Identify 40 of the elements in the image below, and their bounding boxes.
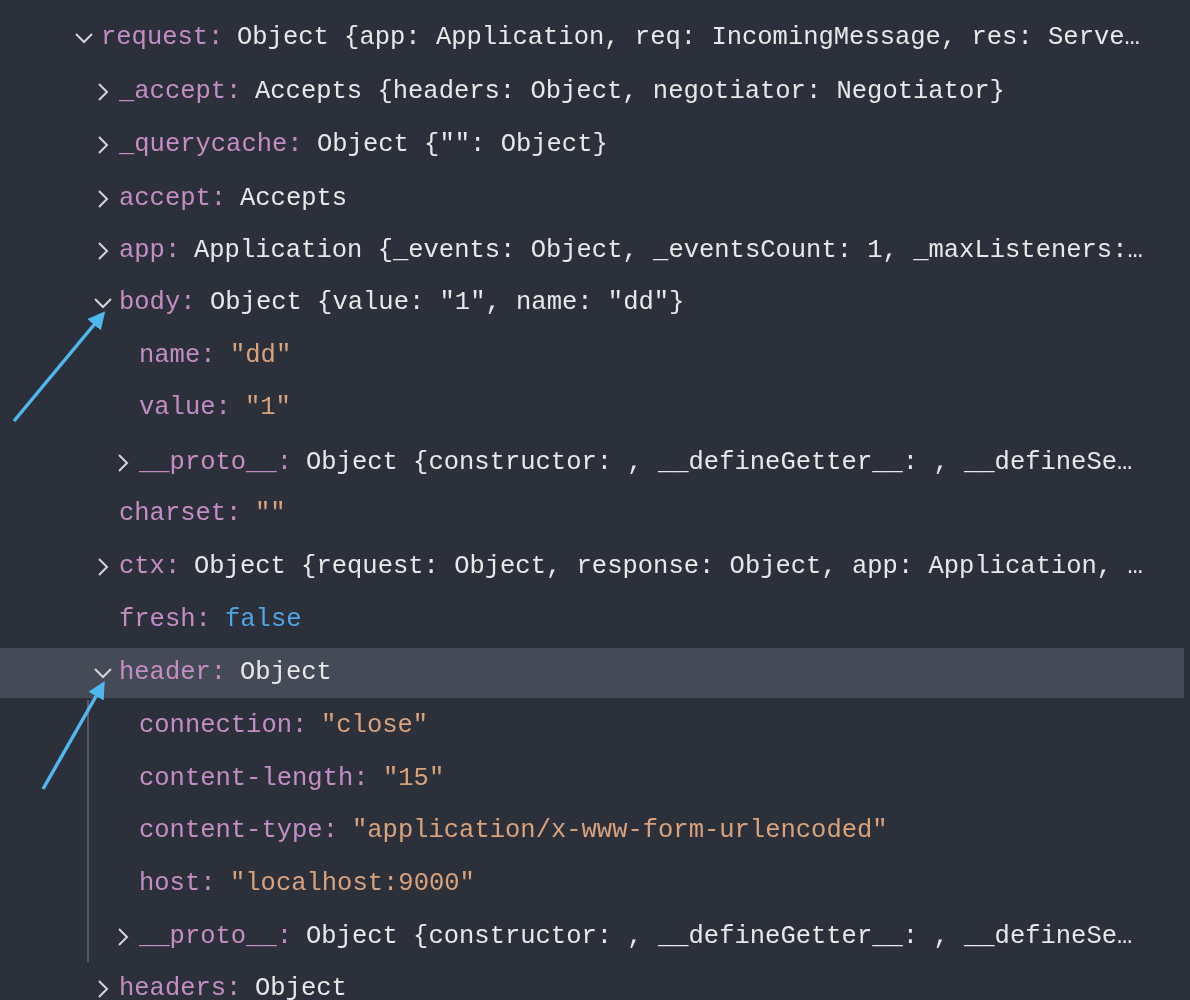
arrow bbox=[12, 311, 106, 423]
property-name: app: bbox=[119, 236, 181, 266]
property-name: __proto__: bbox=[139, 448, 293, 478]
arrow bbox=[41, 680, 105, 790]
property-value: Object {app: Application, req: IncomingMessage, res: Serve… bbox=[237, 23, 1140, 53]
property-name: headers: bbox=[119, 974, 242, 1000]
property-name: accept: bbox=[119, 184, 227, 214]
property-name: request: bbox=[101, 23, 224, 53]
property-value: Object {"": Object} bbox=[317, 130, 608, 160]
property-value: "" bbox=[255, 499, 286, 529]
property-value: "localhost:9000" bbox=[230, 869, 475, 899]
property-name: content-type: bbox=[139, 816, 338, 846]
property-name: ctx: bbox=[119, 552, 181, 582]
property-value: false bbox=[225, 605, 302, 635]
property-value: "15" bbox=[383, 764, 445, 794]
property-name: value: bbox=[139, 393, 231, 423]
property-value: "application/x-www-form-urlencoded" bbox=[352, 816, 888, 846]
property-value: Object {request: Object, response: Object, app: Application, … bbox=[194, 552, 1143, 582]
property-value: Object {constructor: , __defineGetter__: , __defineSe… bbox=[306, 922, 1133, 952]
property-value: "close" bbox=[321, 711, 429, 741]
property-name: __proto__: bbox=[139, 922, 293, 952]
property-name: header: bbox=[119, 658, 227, 688]
property-name: _querycache: bbox=[119, 130, 303, 160]
property-value: "1" bbox=[245, 393, 291, 423]
property-value: Accepts {headers: Object, negotiator: Negotiator} bbox=[255, 77, 1005, 107]
property-name: host: bbox=[139, 869, 216, 899]
property-value: Object bbox=[240, 658, 332, 688]
property-value: Object {value: "1", name: "dd"} bbox=[210, 288, 685, 318]
property-value: Accepts bbox=[240, 184, 348, 214]
property-value: Object bbox=[255, 974, 347, 1000]
property-name: body: bbox=[119, 288, 196, 318]
property-name: connection: bbox=[139, 711, 308, 741]
property-name: _accept: bbox=[119, 77, 242, 107]
property-value: Application {_events: Object, _eventsCount: 1, _maxListeners:… bbox=[194, 236, 1143, 266]
property-name: fresh: bbox=[119, 605, 211, 635]
property-name: charset: bbox=[119, 499, 242, 529]
property-name: content-length: bbox=[139, 764, 369, 794]
property-name: name: bbox=[139, 341, 216, 371]
property-value: "dd" bbox=[230, 341, 292, 371]
property-value: Object {constructor: , __defineGetter__: , __defineSe… bbox=[306, 448, 1133, 478]
